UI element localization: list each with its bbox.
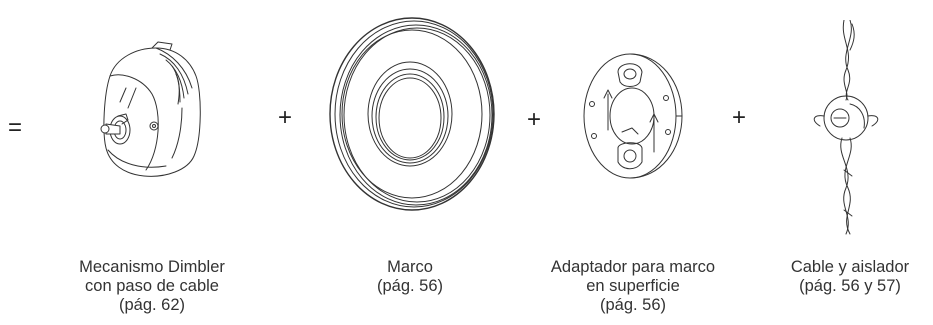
caption-line: Mecanismo Dimbler	[79, 258, 225, 276]
caption-surface-adapter: Adaptador para marco en superficie (pág.…	[518, 258, 748, 315]
round-frame-icon	[326, 14, 502, 214]
caption-line: (pág. 62)	[118, 296, 186, 314]
caption-line: con paso de cable	[85, 277, 219, 295]
caption-line: Adaptador para marco	[550, 258, 716, 276]
caption-line: (pág. 56)	[599, 296, 667, 314]
equals-sign: =	[8, 114, 23, 141]
twisted-cable-insulator-icon	[806, 20, 886, 236]
plus-sign-3: +	[732, 104, 747, 131]
plus-sign-1: +	[278, 104, 293, 131]
caption-line: Cable y aislador	[790, 258, 910, 276]
surface-frame-adapter-icon	[578, 48, 690, 184]
dimbler-switch-mechanism-icon	[96, 38, 208, 180]
caption-cable-insulator: Cable y aislador (pág. 56 y 57)	[770, 258, 930, 296]
caption-dimbler-mechanism: Mecanismo Dimbler con paso de cable (pág…	[52, 258, 252, 315]
plus-sign-2: +	[527, 106, 542, 133]
caption-line: en superficie	[586, 277, 680, 295]
caption-line: (pág. 56 y 57)	[799, 277, 901, 295]
caption-frame: Marco (pág. 56)	[340, 258, 480, 296]
caption-line: (pág. 56)	[376, 277, 444, 295]
caption-line: Marco	[387, 258, 433, 276]
